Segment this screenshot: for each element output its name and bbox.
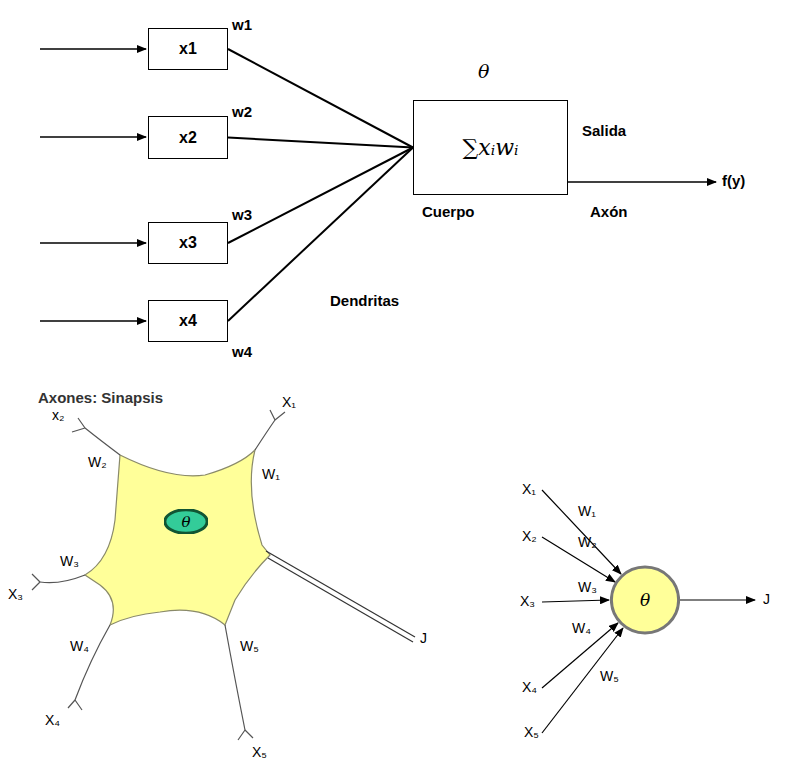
label: w2 (232, 103, 252, 120)
label: Dendritas (330, 292, 399, 309)
label: X₄ (522, 679, 537, 695)
label: W₁ (578, 503, 596, 519)
label: J (420, 630, 427, 646)
label: W₂ (88, 454, 107, 470)
process-box: x1 (148, 28, 228, 70)
label: W₅ (600, 668, 619, 684)
model-arrows (542, 490, 755, 733)
label: Salida (582, 122, 626, 139)
label: W₄ (572, 620, 591, 636)
label: X₁ (522, 481, 536, 497)
node-text: ∑xᵢwᵢ (463, 135, 519, 160)
label: W₃ (578, 579, 597, 595)
process-box: x4 (148, 300, 228, 342)
label: X₃ (8, 586, 23, 602)
dendrite-line (228, 148, 413, 322)
label: w1 (232, 16, 252, 33)
label: Axón (590, 203, 628, 220)
label: X₁ (282, 394, 296, 410)
label: f(y) (722, 172, 745, 189)
label: θ (478, 60, 489, 82)
dendrite-line (228, 49, 413, 148)
label: W₅ (240, 638, 259, 654)
process-box: x3 (148, 222, 228, 264)
label: x₂ (52, 407, 64, 423)
node-text: x2 (179, 129, 197, 147)
label: w3 (232, 206, 252, 223)
label: X₅ (524, 724, 539, 740)
label: W₄ (70, 638, 89, 654)
label: X₂ (522, 528, 537, 544)
neuron-threshold: θ (164, 509, 208, 534)
dendrite-line (228, 148, 413, 244)
node-text: x3 (179, 234, 197, 252)
process-box: ∑xᵢwᵢ (413, 100, 568, 195)
dendrite-line (228, 138, 413, 148)
node-text: x4 (179, 312, 197, 330)
label: X₄ (45, 712, 60, 728)
input-arrows (40, 49, 716, 321)
label: Cuerpo (422, 203, 475, 220)
node-text: θ (181, 513, 190, 531)
node-text: x1 (179, 40, 197, 58)
process-box: x2 (148, 116, 228, 159)
label: X₃ (520, 593, 535, 609)
label: Axones: Sinapsis (38, 389, 163, 406)
neuron-threshold: θ (610, 565, 680, 635)
axon (266, 551, 415, 642)
label: J (763, 591, 770, 607)
label: W₂ (578, 534, 597, 550)
dendrites (32, 410, 285, 740)
label: X₅ (252, 744, 267, 760)
neuron-body (85, 450, 270, 625)
label: W₁ (262, 466, 280, 482)
label: w4 (232, 343, 252, 360)
label: W₃ (60, 553, 79, 569)
node-text: θ (640, 590, 650, 610)
